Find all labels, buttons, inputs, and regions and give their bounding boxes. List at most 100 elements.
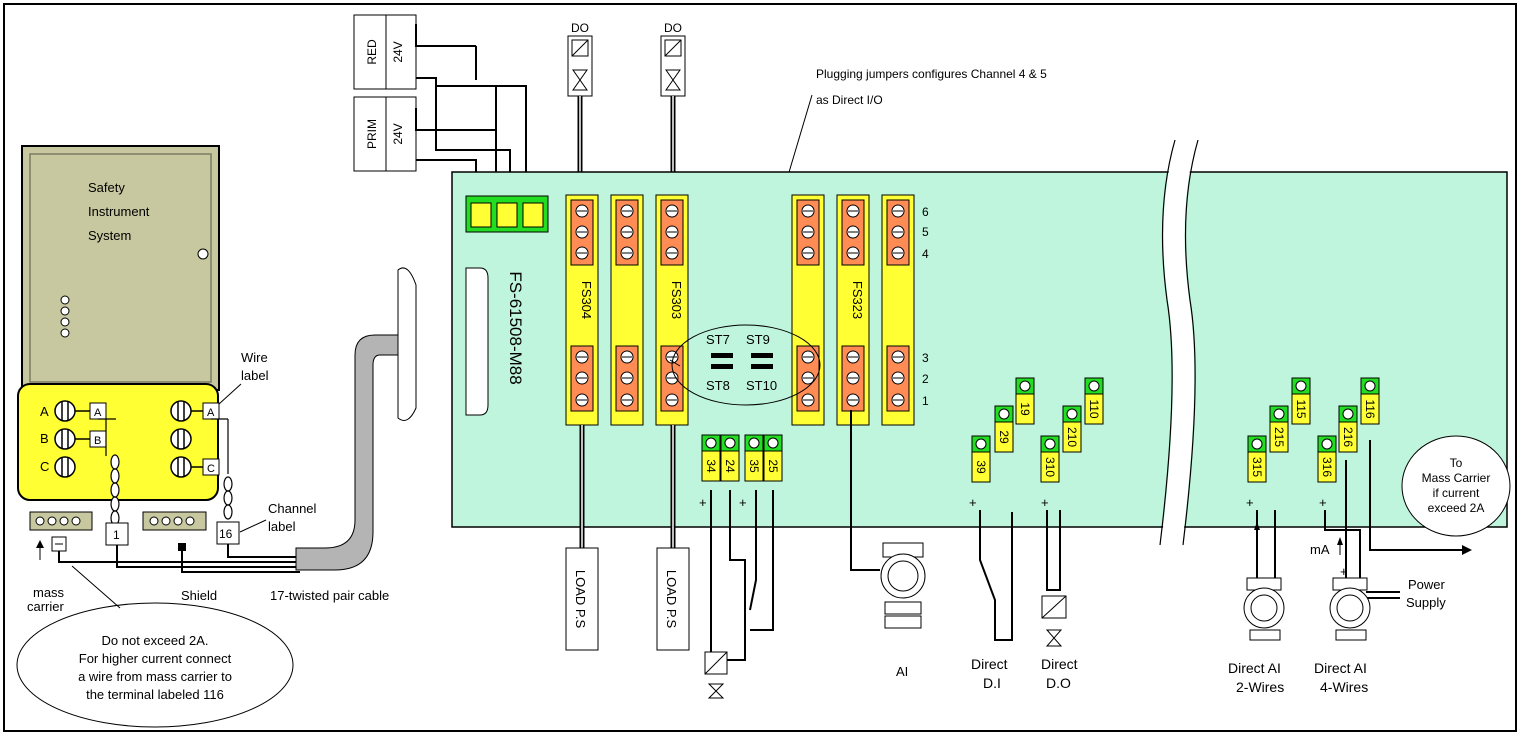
svg-text:+: + bbox=[1041, 495, 1049, 510]
ai-2wire-transmitter bbox=[1243, 522, 1285, 641]
tag-a-right: A bbox=[207, 407, 215, 419]
svg-text:+: + bbox=[1246, 495, 1254, 510]
jumper-st10: ST10 bbox=[746, 378, 777, 393]
sis-title-line1: Safety bbox=[88, 180, 125, 195]
svg-text:+: + bbox=[739, 495, 747, 510]
field-terminal-label: 25 bbox=[766, 459, 780, 473]
load-ps-box-2 bbox=[656, 547, 690, 651]
field-terminal-19: 19 bbox=[1015, 377, 1035, 425]
channel-num-2: 2 bbox=[922, 372, 929, 386]
supply-prim-volt: 24V bbox=[391, 123, 405, 144]
module-label-fs323: FS323 bbox=[850, 281, 865, 319]
jumper-st9: ST9 bbox=[746, 332, 770, 347]
field-terminal-label: 110 bbox=[1087, 399, 1101, 418]
wire-label-line2: label bbox=[241, 368, 269, 383]
ma-label: mA bbox=[1310, 542, 1330, 557]
twisted-wires bbox=[98, 418, 233, 526]
supply-prim: PRIM 24V bbox=[353, 96, 417, 172]
to-mass-line4: exceed 2A bbox=[1428, 501, 1485, 515]
field-wiring bbox=[710, 410, 1462, 661]
load-ps-label-1: LOAD P.S bbox=[573, 570, 588, 629]
ai-4wire-transmitter bbox=[1329, 537, 1371, 641]
channel-label-line1: Channel bbox=[268, 501, 317, 516]
jumper-st8: ST8 bbox=[706, 378, 730, 393]
to-mass-carrier-note: To Mass Carrier if current exceed 2A bbox=[1401, 435, 1511, 537]
solenoid-valve bbox=[704, 651, 728, 699]
tag-a-left: A bbox=[94, 407, 102, 419]
channel-tag-1: 1 bbox=[113, 528, 120, 542]
row-label-c: C bbox=[40, 459, 49, 474]
sis-title-line3: System bbox=[88, 228, 131, 243]
do-label-2: DO bbox=[664, 21, 682, 35]
main-board bbox=[451, 139, 1508, 546]
to-mass-line3: if current bbox=[1433, 486, 1480, 500]
grey-cable bbox=[295, 334, 399, 571]
field-terminal-215: 215 bbox=[1269, 405, 1289, 453]
field-terminal-label: 29 bbox=[997, 430, 1011, 444]
supply-prim-label: PRIM bbox=[365, 119, 379, 149]
wire-label-line1: Wire bbox=[241, 350, 268, 365]
field-terminal-label: 24 bbox=[723, 459, 737, 473]
supply-red-label: RED bbox=[365, 39, 379, 65]
direct-do-line1: Direct bbox=[1041, 656, 1078, 672]
field-terminal-label: 210 bbox=[1065, 427, 1079, 447]
field-terminal-label: 216 bbox=[1341, 427, 1355, 447]
ai4w-line1: Direct AI bbox=[1314, 660, 1367, 676]
channel-num-5: 5 bbox=[922, 225, 929, 239]
mass-carrier-bars bbox=[29, 511, 207, 560]
field-terminal-34: 34 bbox=[701, 434, 721, 482]
field-terminal-25: 25 bbox=[763, 434, 783, 482]
row-label-b: B bbox=[40, 431, 49, 446]
field-terminal-315: 315 bbox=[1247, 435, 1267, 483]
power-supply-line2: Supply bbox=[1406, 595, 1446, 610]
svg-text:+: + bbox=[699, 495, 707, 510]
field-terminal-label: 315 bbox=[1250, 457, 1264, 477]
module-label-fs304: FS304 bbox=[579, 281, 594, 319]
field-terminal-label: 34 bbox=[704, 459, 718, 473]
screw-heads bbox=[575, 204, 905, 407]
jumper-st7: ST7 bbox=[706, 332, 730, 347]
jumper-note-line1: Plugging jumpers configures Channel 4 & … bbox=[816, 67, 1047, 81]
load-ps-wires bbox=[579, 425, 676, 548]
channel-num-4: 4 bbox=[922, 247, 929, 261]
field-terminal-label: 310 bbox=[1043, 457, 1057, 477]
direct-do-line2: D.O bbox=[1046, 675, 1071, 691]
note-2a-line4: the terminal labeled 116 bbox=[86, 687, 224, 702]
field-terminal-label: 115 bbox=[1294, 399, 1308, 418]
svg-text:+: + bbox=[969, 495, 977, 510]
do-valve-1: DO bbox=[567, 21, 593, 200]
power-connector bbox=[465, 195, 549, 233]
sis-title-line2: Instrument bbox=[88, 204, 150, 219]
direct-di-line2: D.I bbox=[983, 675, 1001, 691]
ai4w-line2: 4-Wires bbox=[1320, 679, 1368, 695]
channel-num-3: 3 bbox=[922, 351, 929, 365]
shield-label: Shield bbox=[181, 588, 217, 603]
field-terminal-label: 35 bbox=[747, 459, 761, 473]
cable-connector bbox=[397, 267, 417, 421]
to-mass-line2: Mass Carrier bbox=[1422, 471, 1491, 485]
channel-tag-16: 16 bbox=[219, 527, 233, 541]
jumper-area: ST7 ST9 ST8 ST10 bbox=[669, 324, 821, 406]
field-terminal-310: 310 bbox=[1040, 435, 1060, 483]
ai2w-line2: 2-Wires bbox=[1236, 679, 1284, 695]
svg-text:+: + bbox=[1319, 495, 1327, 510]
jumper-note-line2: as Direct I/O bbox=[816, 93, 883, 107]
field-terminal-label: 19 bbox=[1018, 402, 1032, 416]
ai2w-line1: Direct AI bbox=[1228, 660, 1281, 676]
module-label-fs303: FS303 bbox=[669, 281, 684, 319]
field-terminal-115: 115 bbox=[1291, 377, 1311, 425]
channel-numbers: 6 5 4 3 2 1 bbox=[922, 205, 929, 408]
cable-label: 17-twisted pair cable bbox=[270, 588, 389, 603]
plus-signs: + + + + + + + bbox=[699, 495, 1348, 579]
row-label-a: A bbox=[40, 404, 49, 419]
sis-terminal-block: A B C A B A C bbox=[17, 383, 220, 501]
field-terminal-210: 210 bbox=[1062, 405, 1082, 453]
cable-bundle-wires bbox=[58, 544, 300, 573]
channel-label-line2: label bbox=[268, 519, 296, 534]
svg-text:+: + bbox=[1340, 564, 1348, 579]
field-terminal-316: 316 bbox=[1317, 435, 1337, 483]
direct-do-valve bbox=[1041, 595, 1067, 647]
mass-carrier-line1: mass bbox=[33, 585, 65, 600]
